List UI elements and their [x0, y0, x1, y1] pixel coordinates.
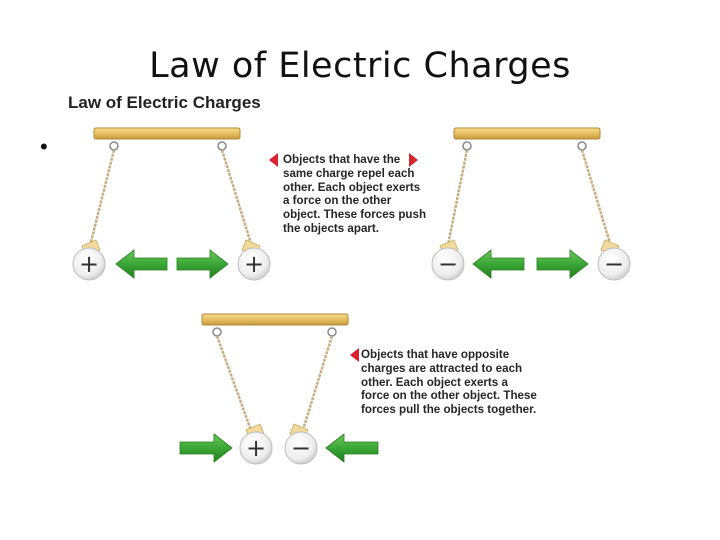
bullet-point: • — [40, 134, 48, 159]
wooden-rod — [93, 127, 241, 140]
caption-line: force on the other object. These — [361, 389, 537, 403]
charges-illustration: + + − − — [72, 127, 631, 465]
charged-ball — [237, 247, 271, 281]
string — [445, 149, 469, 251]
caption-marker-right-icon — [409, 153, 418, 167]
force-arrow-left — [472, 249, 525, 279]
caption-repel: Objects that have the same charge repel … — [283, 153, 426, 236]
force-arrow-right — [176, 249, 229, 279]
caption-marker-left-icon — [350, 348, 359, 362]
caption-line: the objects apart. — [283, 221, 379, 235]
charge-symbol: + — [244, 250, 264, 278]
charge-symbol: + — [246, 434, 266, 462]
charged-ball — [597, 247, 631, 281]
wooden-rod — [201, 313, 349, 326]
caption-line: other. Each object exerts a — [361, 375, 508, 389]
caption-line: other. Each object exerts — [283, 180, 421, 194]
caption-line: charges are attracted to each — [361, 361, 523, 375]
string — [215, 335, 254, 434]
electric-charges-figure: Law of Electric Charges — [56, 90, 640, 475]
charged-ball — [72, 247, 106, 281]
caption-marker-left-icon — [269, 153, 278, 167]
string — [87, 149, 116, 251]
force-arrow-left — [115, 249, 168, 279]
force-arrow-left — [325, 433, 379, 463]
caption-attract: Objects that have opposite charges are a… — [361, 348, 537, 417]
string — [220, 149, 255, 251]
panel-opposite-attract: + − — [179, 313, 379, 465]
caption-line: a force on the other — [283, 194, 392, 208]
caption-line: forces pull the objects together. — [361, 403, 537, 417]
hook-icon — [217, 141, 227, 151]
force-arrow-right — [179, 433, 233, 463]
charge-symbol: − — [291, 434, 311, 462]
charged-ball — [239, 431, 273, 465]
charge-symbol: − — [438, 250, 458, 278]
charged-ball — [431, 247, 465, 281]
caption-line: same charge repel each — [283, 166, 415, 180]
hook-icon — [109, 141, 119, 151]
hook-icon — [327, 327, 337, 337]
hook-icon — [462, 141, 472, 151]
figure-heading: Law of Electric Charges — [68, 93, 261, 112]
string — [300, 335, 334, 434]
charge-symbol: + — [79, 250, 99, 278]
caption-line: object. These forces push — [283, 208, 427, 222]
caption-line: Objects that have the — [283, 153, 401, 166]
panel-negative-repel: − − — [431, 127, 631, 281]
hook-icon — [212, 327, 222, 337]
charge-symbol: − — [604, 250, 624, 278]
string — [580, 149, 614, 251]
panel-positive-repel: + + — [72, 127, 271, 281]
slide-title: Law of Electric Charges — [149, 46, 571, 86]
force-arrow-right — [536, 249, 589, 279]
charged-ball — [284, 431, 318, 465]
caption-line: Objects that have opposite — [361, 348, 510, 361]
hook-icon — [577, 141, 587, 151]
wooden-rod — [453, 127, 601, 140]
